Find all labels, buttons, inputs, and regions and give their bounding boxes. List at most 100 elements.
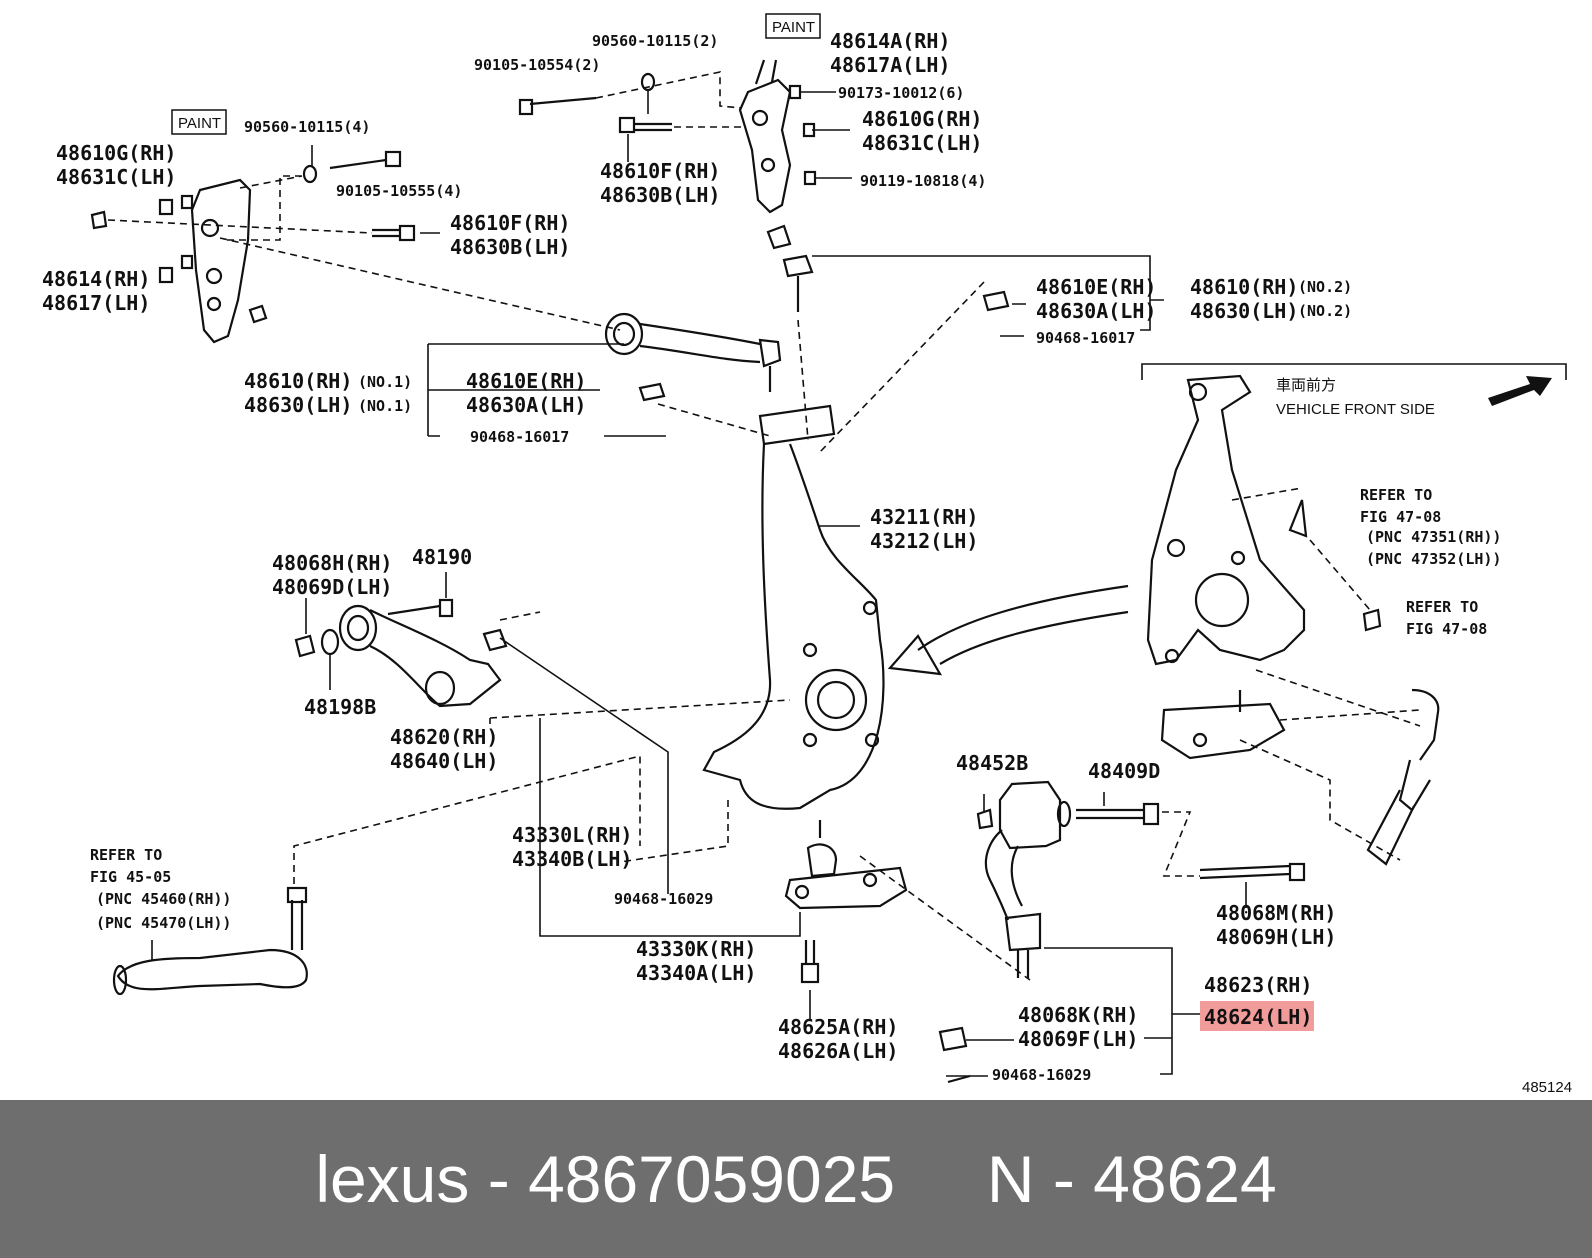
nut-48610E-right [982,290,1010,312]
banner-ref: 48624 [1093,1142,1277,1216]
label-48624: 48624(LH) [1204,1005,1312,1029]
label-48610-no1: 48610(RH) [244,369,352,393]
front-direction-arrow [1488,376,1552,406]
part-number-banner: lexus - 4867059025 N - 48624 [0,1100,1592,1258]
label-48630A-left: 48630A(LH) [466,393,586,417]
label-48630-no1: 48630(LH) [244,393,352,417]
inset-clip-47351 [1288,499,1308,538]
label-fig-45-05: FIG 45-05 [90,868,171,886]
label-48614: 48614(RH) [42,267,150,291]
bolt-48409D [1056,800,1160,828]
label-refer-to-1: REFER TO [1360,486,1432,504]
label-48614A: 48614A(RH) [830,29,950,53]
label-48610E-left: 48610E(RH) [466,369,586,393]
label-48626A: 48626A(LH) [778,1039,898,1063]
banner-brand: lexus [315,1142,470,1216]
washer-48198B [320,628,340,656]
label-90468-16029-right: 90468-16029 [992,1066,1091,1084]
bolt-90105-10554 [518,96,597,116]
label-90468-16017-right: 90468-16017 [1036,329,1135,347]
paint-tag-top: PAINT [772,19,815,36]
label-48068H: 48068H(RH) [272,551,392,575]
inset-knuckle [1146,374,1306,666]
label-pnc-45470: (PNC 45470(LH)) [96,914,231,932]
upper-control-arm-no1 [604,312,782,392]
label-43212: 43212(LH) [870,529,978,553]
toe-link-48624 [984,780,1062,978]
lower-ball-joint [784,820,908,910]
lower-arm-48620 [338,598,502,708]
label-48630B-mid: 48630B(LH) [450,235,570,259]
label-48068M: 48068M(RH) [1216,901,1336,925]
inset-toe-link [1366,688,1440,866]
label-48625A: 48625A(RH) [778,1015,898,1039]
label-43340B: 43340B(LH) [512,847,632,871]
paint-tag-box-top [765,13,821,39]
label-90173-10012: 90173-10012(6) [838,84,964,102]
label-90105-10554: 90105-10554(2) [474,56,600,74]
label-90119-10818: 90119-10818(4) [860,172,986,190]
label-48610G-left: 48610G(RH) [56,141,176,165]
label-48620: 48620(RH) [390,725,498,749]
upper-arm-bracket-right [738,59,817,214]
label-refer-to-3: REFER TO [90,846,162,864]
bolt-48610F-mid [372,224,416,242]
label-48198B: 48198B [304,695,376,719]
steering-knuckle [702,404,885,810]
label-48069H: 48069H(LH) [1216,925,1336,949]
label-48409D: 48409D [1088,759,1160,783]
upper-arm-bracket-left [90,178,268,344]
label-48617: 48617(LH) [42,291,150,315]
highlight-box-48624 [1200,1001,1314,1031]
label-90105-10555: 90105-10555(4) [336,182,462,200]
label-90468-16017-left: 90468-16017 [470,428,569,446]
cotter-pin-90468-d [947,1074,971,1084]
label-pnc-47352: (PNC 47352(LH)) [1366,550,1501,568]
label-48631C-left: 48631C(LH) [56,165,176,189]
label-fig-47-08-1: FIG 47-08 [1360,508,1441,526]
ball-joint-upper-no2 [766,224,814,312]
paint-tag-box-left [171,109,227,135]
bolt-90105-10555 [329,150,402,170]
label-43330L: 43330L(RH) [512,823,632,847]
label-48190: 48190 [412,545,472,569]
tie-rod-end [112,886,308,996]
label-43211: 43211(RH) [870,505,978,529]
label-front-en: VEHICLE FRONT SIDE [1276,401,1435,418]
banner-n: N [986,1142,1035,1216]
label-48610-no2: 48610(RH) [1190,275,1298,299]
label-pnc-45460: (PNC 45460(RH)) [96,890,231,908]
bolt-48625A [800,940,820,984]
nut-48068K [938,1026,968,1052]
label-48610E-right: 48610E(RH) [1036,275,1156,299]
label-48630B-top: 48630B(LH) [600,183,720,207]
label-90560-10115-4: 90560-10115(4) [244,118,370,136]
label-48610F-top: 48610F(RH) [600,159,720,183]
label-48610F-mid: 48610F(RH) [450,211,570,235]
label-refer-to-2: REFER TO [1406,598,1478,616]
label-48068K: 48068K(RH) [1018,1003,1138,1027]
bolt-48610F-top [618,116,672,134]
label-48452B: 48452B [956,751,1028,775]
label-48630A-right: 48630A(LH) [1036,299,1156,323]
inset-ball-joint [1160,690,1286,760]
label-90560-10115-2: 90560-10115(2) [592,32,718,50]
label-48610G-top: 48610G(RH) [862,107,982,131]
banner-separator-1: - [487,1142,510,1216]
label-48630-no2: 48630(LH) [1190,299,1298,323]
label-48640: 48640(LH) [390,749,498,773]
label-fig-47-08-2: FIG 47-08 [1406,620,1487,638]
label-no2-b: (NO.2) [1298,302,1352,320]
label-48069F: 48069F(LH) [1018,1027,1138,1051]
label-48623: 48623(RH) [1204,973,1312,997]
banner-part-number: 4867059025 [528,1142,896,1216]
label-pnc-47351: (PNC 47351(RH)) [1366,528,1501,546]
label-90468-16029-left: 90468-16029 [614,890,713,908]
label-48069D: 48069D(LH) [272,575,392,599]
nut-lower-arm [482,628,508,652]
nut-48068H [294,634,316,658]
suspension-parts-diagram: PAINT PAINT 90560-10115(2) 90105-10554(2… [42,13,1572,1096]
direction-arrow-large [887,584,1129,676]
label-48617A: 48617A(LH) [830,53,950,77]
